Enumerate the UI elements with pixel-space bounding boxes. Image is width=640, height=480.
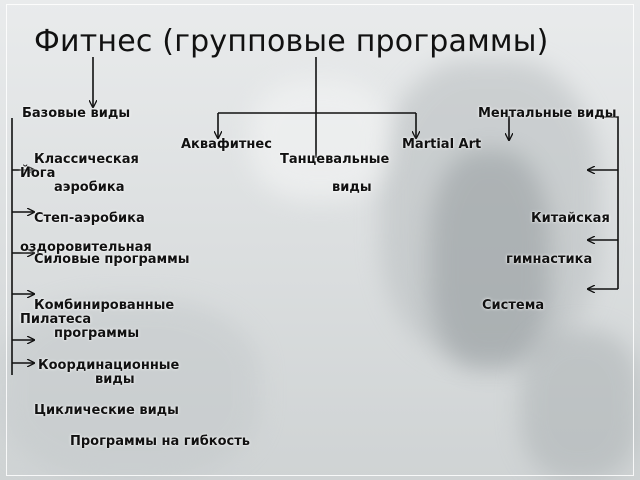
item-combined-line1: Комбинированные — [34, 298, 175, 313]
item-dance-line1: Танцевальные — [280, 152, 390, 167]
item-step: Степ-аэробика — [34, 211, 145, 226]
item-cyclic: Циклические виды — [34, 403, 179, 418]
item-chinese-line1: Китайская — [531, 211, 610, 226]
category-basic: Базовые виды — [22, 106, 131, 121]
category-martial: Martial Art — [402, 137, 482, 152]
item-chinese-line2: оздоровительная — [20, 240, 152, 255]
item-coord-line1: Координационные — [38, 358, 180, 373]
category-aqua: Аквафитнес — [181, 137, 272, 152]
item-classic-line2: аэробика — [54, 180, 125, 195]
slide-frame — [6, 4, 634, 476]
item-classic-line1: Классическая — [34, 152, 139, 167]
category-mental: Ментальные виды — [478, 106, 617, 121]
item-pilates-line2: Пилатеса — [20, 312, 92, 327]
item-coord-line2: виды — [95, 372, 135, 387]
slide-title: Фитнес (групповые программы) — [34, 24, 549, 59]
item-yoga: Йога — [20, 166, 56, 181]
item-dance-line2: виды — [332, 180, 372, 195]
item-combined-line2: программы — [54, 326, 140, 341]
item-chinese-line3: гимнастика — [506, 252, 593, 267]
item-flex: Программы на гибкость — [70, 434, 250, 449]
item-strength: Силовые программы — [34, 252, 190, 267]
item-pilates-line1: Система — [482, 298, 545, 313]
right-bracket — [600, 116, 619, 289]
